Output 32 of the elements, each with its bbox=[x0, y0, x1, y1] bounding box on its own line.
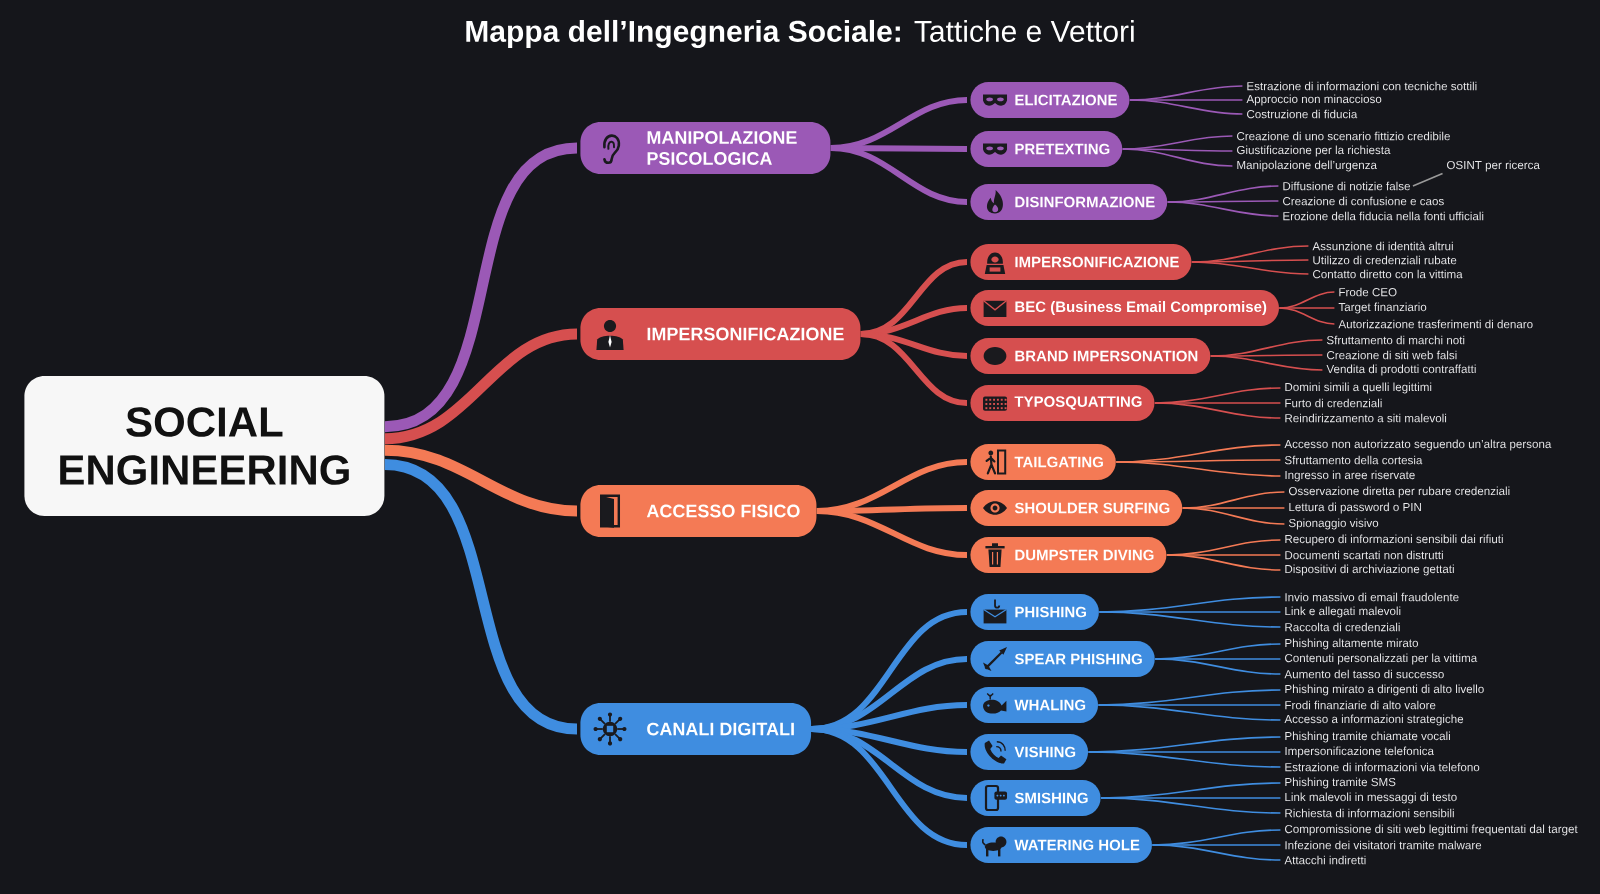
connector-line bbox=[1100, 797, 1282, 814]
branch-line bbox=[383, 459, 579, 735]
central-box: SOCIAL ENGINEERING bbox=[24, 376, 385, 516]
connector-line bbox=[1097, 704, 1282, 721]
connector-line bbox=[1209, 355, 1324, 371]
branch-line bbox=[384, 328, 578, 445]
connector-line bbox=[1191, 261, 1310, 275]
category-pill: IMPERSONIFICAZIONE bbox=[580, 308, 861, 360]
branch-line bbox=[860, 331, 968, 406]
category-pill: ACCESSO FISICO bbox=[580, 485, 817, 537]
connector-line bbox=[1129, 99, 1244, 115]
branch-line bbox=[384, 444, 578, 517]
connector-line bbox=[1278, 307, 1336, 325]
connector-line bbox=[1151, 844, 1282, 861]
leader-line bbox=[1412, 172, 1444, 187]
connector-line bbox=[1278, 307, 1336, 309]
branch-line bbox=[816, 508, 968, 558]
connector-line bbox=[1121, 148, 1234, 167]
connector-line bbox=[1115, 461, 1282, 477]
branch-line bbox=[830, 145, 968, 205]
connector-line bbox=[1154, 402, 1282, 419]
branch-line bbox=[383, 142, 579, 433]
category-pill: CANALI DIGITALI bbox=[580, 703, 812, 755]
category-pill: MANIPOLAZIONE PSICOLOGICA bbox=[580, 122, 831, 174]
title: Mappa dell’Ingegneria Sociale: Tattiche e Vettori bbox=[466, 19, 1134, 49]
connector-line bbox=[1166, 201, 1280, 217]
connector-line bbox=[1166, 554, 1282, 571]
connector-line bbox=[1181, 507, 1286, 525]
branch-line bbox=[811, 726, 968, 848]
connector-line bbox=[1154, 658, 1282, 675]
connector-line bbox=[1087, 751, 1282, 768]
connector-line bbox=[1098, 611, 1282, 628]
